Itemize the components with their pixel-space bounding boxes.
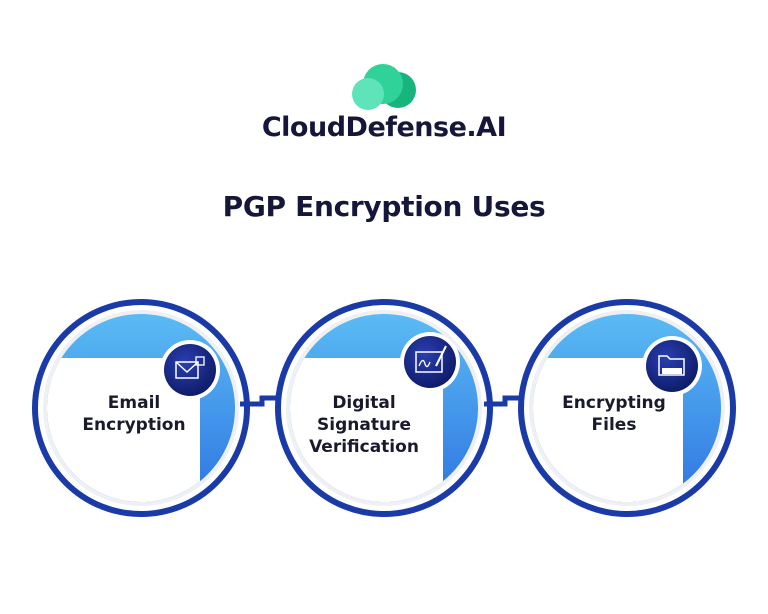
page-title: PGP Encryption Uses [222, 190, 546, 223]
use-label-email: Email Encryption [59, 392, 209, 436]
label-line: Encryption [82, 415, 186, 435]
brand-logo [352, 64, 416, 110]
label-line: Digital [332, 393, 396, 413]
label-line: Verification [309, 437, 419, 457]
label-line: Signature [317, 415, 411, 435]
label-line: Encrypting [562, 393, 666, 413]
use-card-signature [275, 299, 493, 517]
connector [484, 395, 523, 407]
use-card-email [32, 299, 250, 517]
connector [240, 395, 280, 407]
label-line: Files [591, 415, 637, 435]
folder-lock-icon [646, 340, 698, 392]
label-line: Email [107, 393, 161, 413]
use-label-files: Encrypting Files [539, 392, 689, 436]
use-card-files [518, 299, 736, 517]
brand-name: CloudDefense.AI [261, 112, 507, 143]
use-label-signature: Digital Signature Verification [289, 392, 439, 458]
